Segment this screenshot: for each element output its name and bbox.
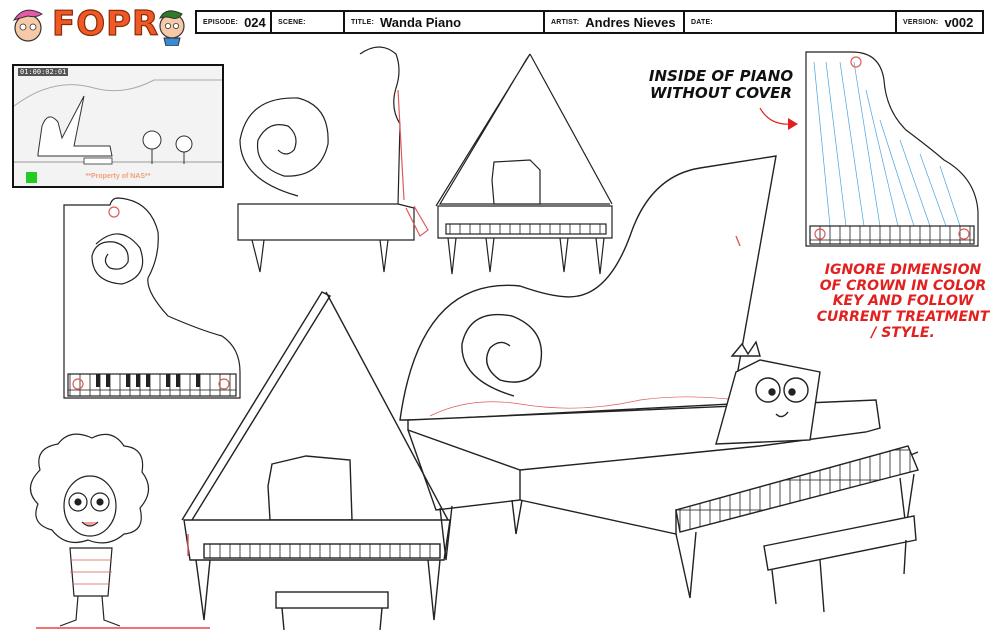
thumbnail-marker	[26, 172, 37, 183]
episode-value: 024	[244, 14, 266, 30]
title-value: Wanda Piano	[379, 14, 462, 30]
piano-three-quarter-view	[399, 155, 919, 613]
title-field: TITLE: Wanda Piano	[345, 12, 545, 32]
logo-characters-icon	[12, 9, 185, 47]
thumbnail-watermark: **Property of NAS**	[85, 173, 151, 180]
episode-field: EPISODE: 024	[197, 12, 272, 32]
date-field: DATE:	[685, 12, 897, 32]
version-value: v002	[944, 14, 974, 30]
storyboard-thumbnail: 01:00:02:01 **Property of NAS**	[12, 64, 224, 188]
piano-inside-view	[805, 51, 979, 247]
note-arrow-icon	[759, 107, 793, 125]
thumbnail-sketch-icon	[14, 79, 222, 165]
title-block: EPISODE: 024 SCENE: TITLE: Wanda Piano A…	[195, 10, 984, 34]
artist-value: Andres Nieves	[585, 14, 676, 30]
sheet-header: FOPR EPISODE: 024 SCENE: TITLE: Wanda Pi…	[0, 0, 997, 47]
scene-field: SCENE:	[272, 12, 345, 32]
artist-label: ARTIST:	[551, 18, 580, 26]
scene-label: SCENE:	[278, 18, 306, 26]
note-inside-piano: Inside of piano without cover	[648, 67, 794, 102]
title-label: TITLE:	[351, 18, 374, 26]
date-label: DATE:	[691, 18, 713, 26]
piano-front-view-small	[435, 53, 613, 275]
artist-field: ARTIST: Andres Nieves	[545, 12, 685, 32]
episode-label: EPISODE:	[203, 18, 239, 26]
note-ignore-crown: Ignore dimension of crown in color key a…	[816, 262, 990, 341]
logo-text: FOPR	[51, 3, 160, 44]
version-label: VERSION:	[903, 18, 939, 26]
arrow-head-icon	[788, 118, 798, 130]
piano-side-view	[237, 46, 429, 273]
thumbnail-timecode: 01:00:02:01	[18, 68, 69, 76]
scale-character	[29, 433, 150, 627]
show-logo: FOPR	[6, 2, 192, 47]
piano-front-view-large	[181, 291, 451, 631]
version-field: VERSION: v002	[897, 12, 982, 32]
piano-top-view	[63, 197, 241, 399]
